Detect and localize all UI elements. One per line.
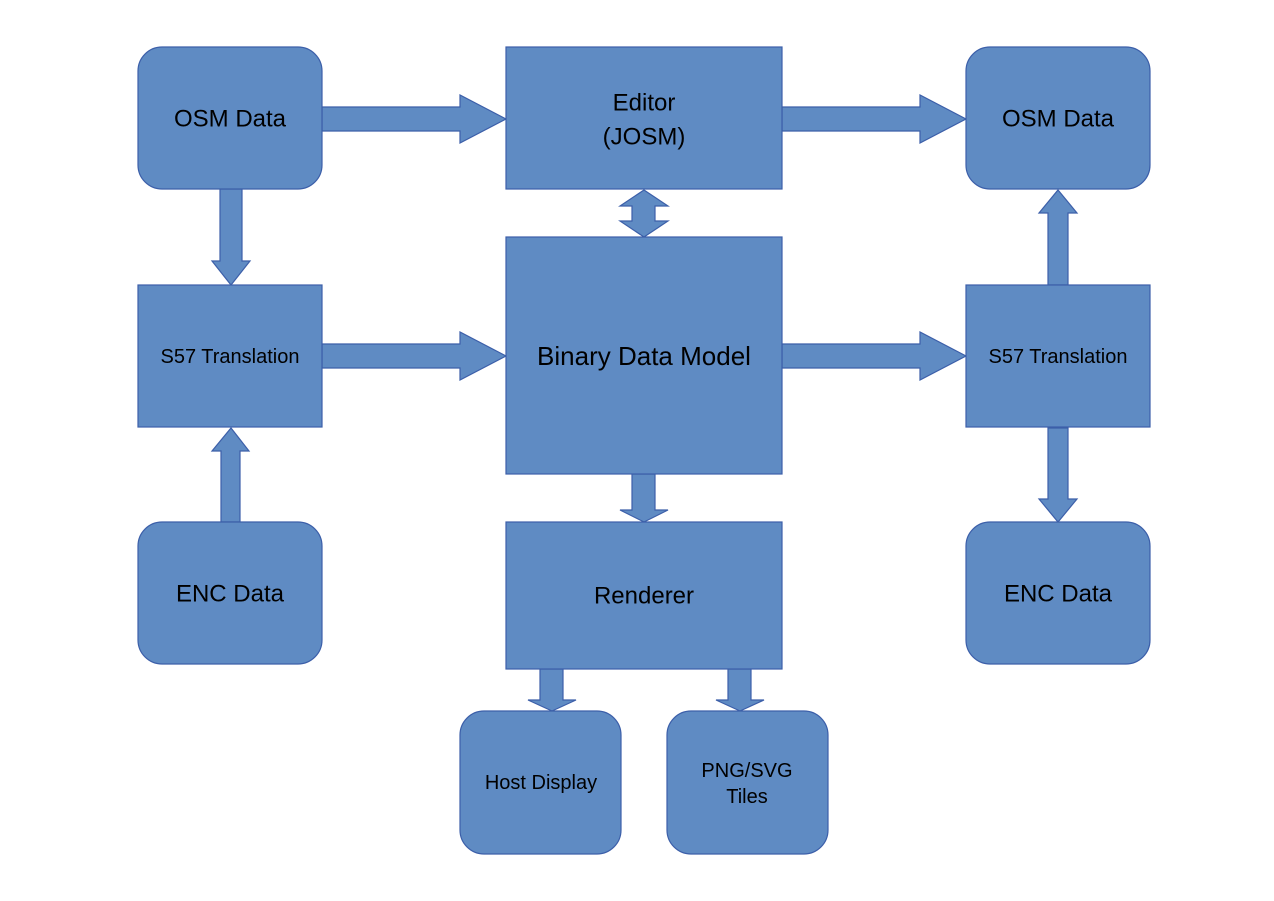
arrow-osm-in-to-editor: [321, 94, 508, 144]
node-host-display: Host Display: [459, 710, 622, 855]
node-label: Binary Data Model: [537, 341, 751, 371]
arrow-enc-in-to-s57-in: [210, 427, 251, 523]
arrow-renderer-to-host: [527, 668, 577, 712]
arrow-osm-in-to-s57-in: [210, 188, 252, 286]
node-s57-translation-output: S57 Translation: [965, 284, 1151, 428]
node-enc-data-output: ENC Data: [965, 521, 1151, 665]
node-editor-josm: Editor (JOSM): [505, 46, 783, 190]
node-label: OSM Data: [174, 106, 287, 133]
node-osm-data-input: OSM Data: [137, 46, 323, 190]
node-label: Host Display: [485, 772, 597, 794]
node-label: Renderer: [594, 583, 694, 610]
node-osm-data-output: OSM Data: [965, 46, 1151, 190]
arrow-s57-in-to-bdm: [321, 331, 508, 381]
node-label: ENC Data: [176, 581, 285, 608]
arrow-s57-out-to-osm-out: [1037, 189, 1079, 286]
arrow-renderer-to-tiles: [715, 668, 765, 712]
node-label: OSM Data: [1002, 106, 1115, 133]
node-s57-translation-input: S57 Translation: [137, 284, 323, 428]
node-label: S57 Translation: [161, 346, 300, 368]
node-label: S57 Translation: [989, 346, 1128, 368]
arrow-s57-out-to-enc-out: [1037, 427, 1079, 523]
arrow-editor-to-osm-out: [781, 94, 968, 144]
node-binary-data-model: Binary Data Model: [505, 236, 783, 475]
arrow-bdm-to-s57-out: [781, 331, 968, 381]
node-label: Tiles: [726, 786, 767, 808]
arrow-bdm-to-renderer: [619, 473, 669, 523]
node-label: ENC Data: [1004, 581, 1113, 608]
node-enc-data-input: ENC Data: [137, 521, 323, 665]
node-png-svg-tiles: PNG/SVG Tiles: [666, 710, 829, 855]
node-label: (JOSM): [603, 124, 686, 151]
arrow-editor-bdm-bidirectional: [618, 189, 670, 238]
node-renderer: Renderer: [505, 521, 783, 670]
node-label: Editor: [613, 90, 676, 117]
node-label: PNG/SVG: [701, 760, 792, 782]
